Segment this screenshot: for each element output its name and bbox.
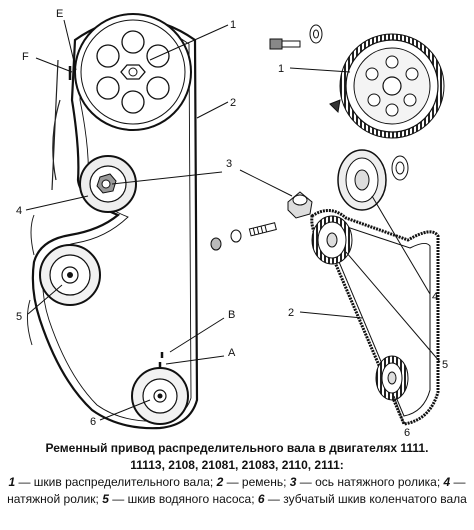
leader-6-right — [393, 395, 405, 425]
label-2-left: 2 — [230, 97, 236, 109]
crankshaft-pulley — [131, 352, 189, 425]
caption-subtitle: 11113, 2108, 21081, 21083, 2110, 2111: — [130, 458, 344, 472]
legend-num: 5 — [102, 492, 109, 506]
tensioner-axle-parts — [210, 169, 313, 251]
left-view: E F 1 2 3 4 5 B A 6 — [16, 8, 236, 430]
mark-E-line — [63, 19, 77, 71]
legend-num: 1 — [8, 475, 16, 489]
leader-5-right — [345, 251, 441, 363]
label-1-right: 1 — [278, 63, 284, 75]
legend-item: 5 — шкив водяного насоса; — [102, 492, 258, 506]
label-3-left: 3 — [226, 158, 232, 170]
legend-item: 3 — ось натяжного ролика; — [290, 475, 444, 489]
legend-text: — шкив распределительного вала; — [15, 475, 217, 489]
legend-num: 2 — [216, 475, 224, 489]
label-5-right: 5 — [442, 359, 448, 371]
legend-text: — шкив водяного насоса; — [108, 492, 258, 506]
leader-3-left — [111, 171, 223, 185]
water-pump-pulley — [39, 244, 101, 306]
figure-caption: Ременный привод распределительного вала … — [4, 440, 470, 528]
label-F: F — [22, 51, 29, 63]
right-view: 1 2 4 5 6 — [269, 24, 448, 439]
belt-drive-diagram: E F 1 2 3 4 5 B A 6 — [16, 8, 448, 439]
key — [329, 99, 341, 114]
camshaft-bolt — [269, 38, 301, 50]
legend-item: 1 — шкив распределительного вала; — [8, 475, 216, 489]
tensioner-roller — [79, 155, 137, 213]
stud-bolt — [248, 222, 277, 237]
legend-num: 3 — [289, 475, 297, 489]
legend-item: 2 — ремень; — [217, 475, 290, 489]
camshaft-gear — [339, 33, 445, 139]
engine-housing-edge — [26, 214, 35, 346]
washer — [230, 229, 242, 243]
tensioner-roller-exploded — [337, 149, 409, 211]
leader-4-right — [371, 195, 431, 295]
leader-3-axle — [239, 169, 293, 197]
legend-text: — ось натяжного ролика; — [296, 475, 444, 489]
legend-num: 4 — [443, 475, 451, 489]
label-1-left: 1 — [230, 19, 236, 31]
leader-A — [165, 355, 225, 365]
caption-title: Ременный привод распределительного вала … — [45, 441, 429, 455]
leader-6-left — [99, 399, 151, 421]
mark-F-line — [35, 57, 73, 73]
label-E: E — [56, 8, 63, 20]
leader-2-right — [299, 311, 363, 319]
legend-text: — зубчатый шкив коленчатого вала — [264, 492, 467, 506]
legend-item: 4 — натяжной ролик; — [7, 475, 465, 506]
caption-legend: 1 — шкив распределительного вала; 2 — ре… — [4, 474, 470, 508]
camshaft-washer — [309, 24, 323, 44]
engine-housing-outline — [51, 59, 61, 191]
label-B: B — [228, 309, 235, 321]
leader-2-left — [196, 101, 229, 119]
camshaft-pulley — [74, 13, 192, 131]
leader-1-left — [149, 24, 229, 61]
leader-4-left — [25, 195, 89, 211]
water-pump-gear — [311, 215, 353, 265]
leader-B — [169, 317, 225, 353]
legend-item: 6 — зубчатый шкив коленчатого вала — [258, 492, 467, 506]
label-6-right: 6 — [404, 427, 410, 439]
label-4-left: 4 — [16, 205, 22, 217]
legend-num: 6 — [257, 492, 265, 506]
legend-text: — натяжной ролик; — [7, 475, 466, 506]
label-2-right: 2 — [288, 307, 294, 319]
nut — [210, 237, 222, 251]
crankshaft-gear — [375, 355, 409, 401]
legend-text: — ремень; — [223, 475, 290, 489]
label-5-left: 5 — [16, 311, 22, 323]
leader-5-left — [27, 284, 63, 315]
label-6-left: 6 — [90, 416, 96, 428]
label-A: A — [228, 347, 236, 359]
leader-1-right — [289, 67, 351, 73]
label-4-right: 4 — [432, 291, 438, 303]
